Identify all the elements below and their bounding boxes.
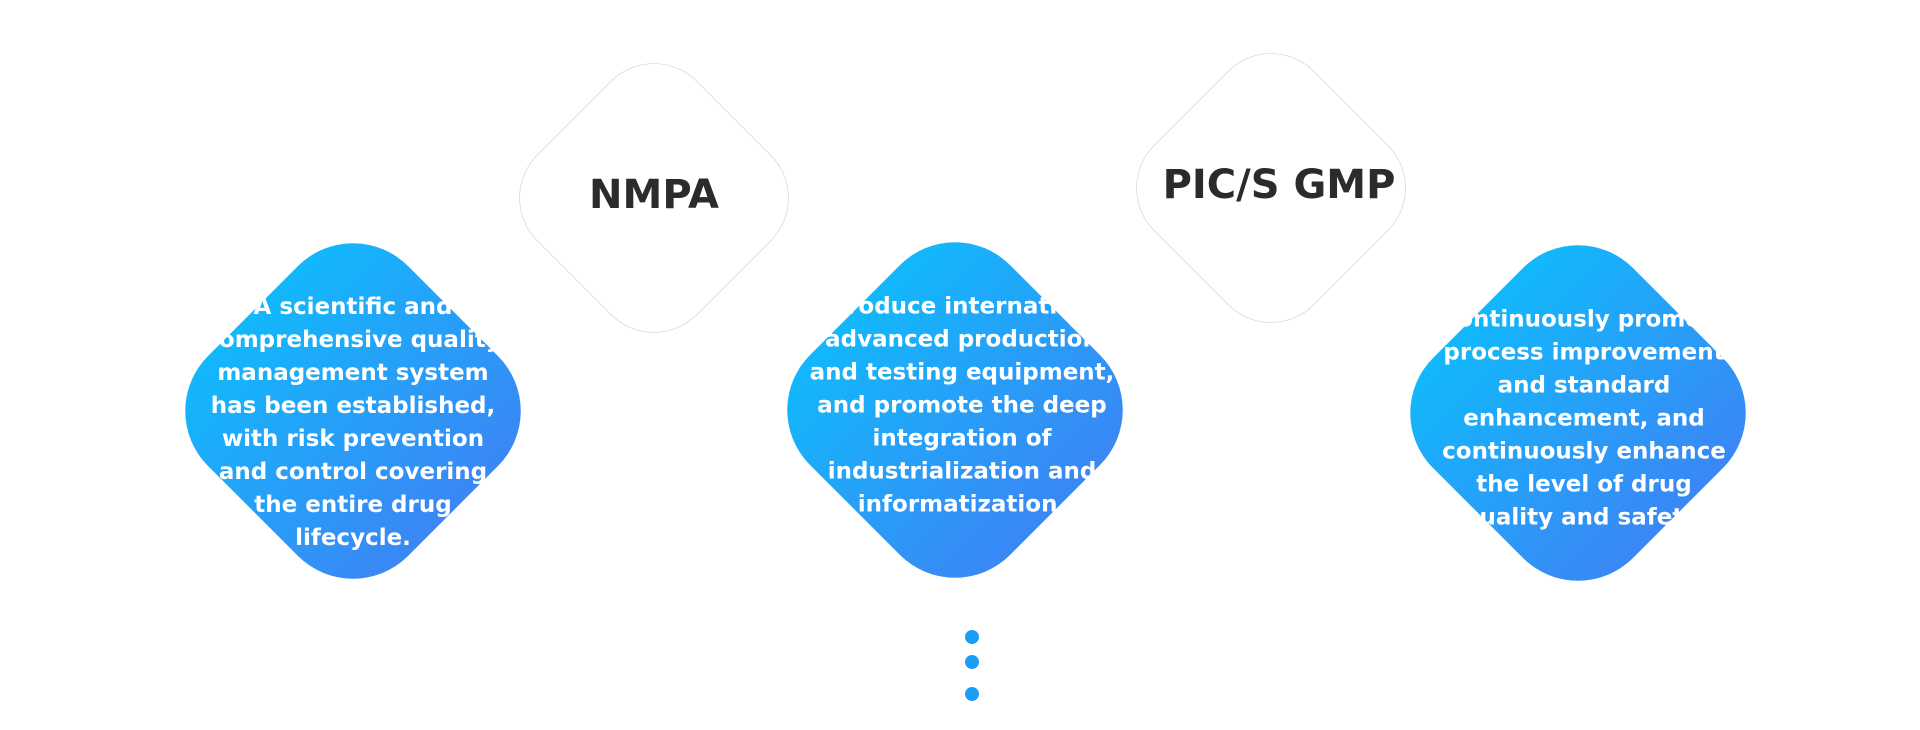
nmpa-label: NMPA bbox=[589, 172, 719, 218]
more-dot-1 bbox=[965, 630, 979, 644]
more-dot-3 bbox=[965, 687, 979, 701]
process-improvement-text: Continuously promote process improvement… bbox=[1440, 306, 1728, 531]
equipment-text: Introduce international advanced product… bbox=[809, 293, 1115, 518]
more-dot-2 bbox=[965, 655, 979, 669]
quality-system-text: A scientific and comprehensive quality m… bbox=[205, 294, 501, 551]
pics-gmp-label: PIC/S GMP bbox=[1162, 162, 1396, 208]
